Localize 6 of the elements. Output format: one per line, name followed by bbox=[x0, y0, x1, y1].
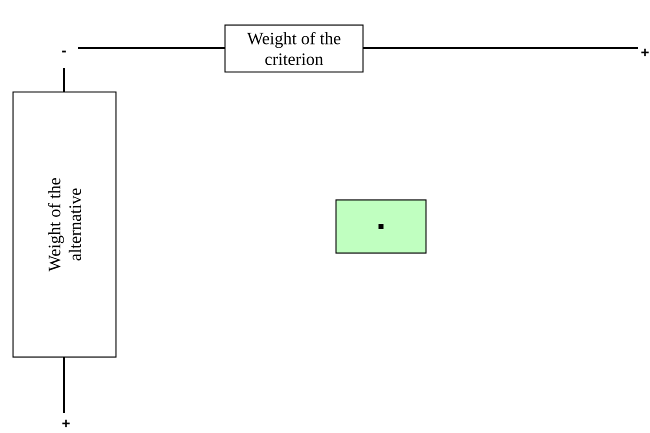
point-box bbox=[335, 199, 427, 254]
sign-label: + bbox=[62, 420, 70, 428]
sign-label: - bbox=[62, 50, 66, 52]
text-box: Weight of the alternative bbox=[12, 91, 116, 358]
sign-label: + bbox=[641, 48, 649, 56]
text-box: Weight of the criterion bbox=[224, 24, 364, 72]
